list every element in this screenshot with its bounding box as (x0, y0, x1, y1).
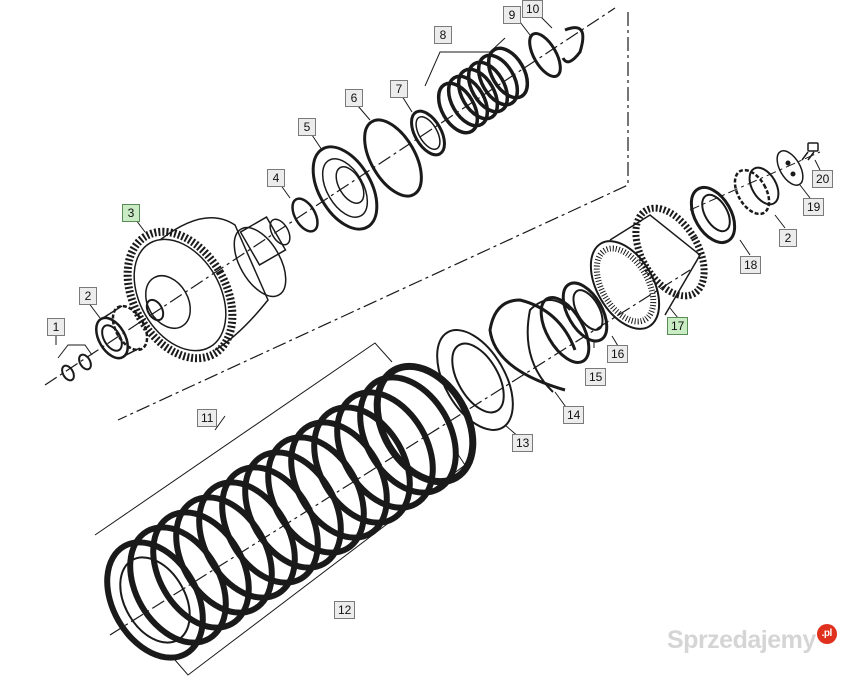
part-14-snap-ring-outer (526, 299, 571, 393)
callout-19-stem (799, 184, 811, 199)
part-6-seal-ring (363, 118, 423, 198)
callout-18[interactable]: 18 (740, 256, 762, 274)
callout-13[interactable]: 13 (512, 434, 534, 452)
callout-5[interactable]: 5 (298, 118, 316, 136)
watermark-badge: .pl (816, 624, 837, 644)
callout-3[interactable]: 3 (122, 204, 140, 222)
part-2-bearing-left (95, 304, 149, 360)
part-1-snap-rings (61, 353, 92, 382)
part-3-gear-shaft (123, 216, 291, 363)
callout-18-stem (739, 239, 751, 256)
part-17-clutch-drum (589, 204, 708, 330)
part-15-ring (539, 296, 591, 364)
part-11-12-clutch-stack (104, 362, 477, 661)
watermark-text: Sprzedajemy (667, 626, 816, 654)
callout-11[interactable]: 11 (197, 409, 218, 427)
part-19-washer (776, 150, 804, 186)
watermark: Sprzedajemy.pl (667, 624, 837, 655)
part-16-seal (561, 281, 609, 343)
callout-6[interactable]: 6 (345, 89, 363, 107)
callout-20-stem (814, 159, 821, 171)
callout-12[interactable]: 12 (334, 601, 356, 619)
part-14-snap-ring (488, 298, 577, 392)
callout-1[interactable]: 1 (47, 318, 65, 336)
callout-17[interactable]: 17 (667, 317, 689, 335)
upper-axis-line (44, 7, 616, 386)
part-20-bolt (801, 142, 819, 161)
leader-lines (55, 15, 679, 348)
part-2-bearing-right (733, 166, 780, 216)
callout-4[interactable]: 4 (267, 169, 285, 187)
callout-15[interactable]: 15 (585, 368, 607, 386)
callout-8-bracket (424, 37, 506, 87)
callout-2-right[interactable]: 2 (779, 229, 797, 247)
callout-14[interactable]: 14 (563, 406, 585, 424)
callout-7[interactable]: 7 (390, 80, 408, 98)
callout-19[interactable]: 19 (803, 198, 825, 216)
callout-8[interactable]: 8 (434, 26, 452, 44)
callout-1-bracket (57, 344, 93, 359)
callout-16[interactable]: 16 (607, 345, 629, 363)
part-18-bearing-cup (689, 186, 737, 244)
right-axis-line (689, 151, 821, 211)
part-9-ring (528, 31, 562, 78)
part-4-o-ring (291, 197, 319, 233)
callout-20[interactable]: 20 (812, 170, 834, 188)
part-13-end-plate (436, 329, 514, 431)
part-10-snap-ring (561, 26, 585, 64)
callout-11-stem (214, 415, 226, 431)
section-border (117, 12, 629, 421)
part-5-piston (311, 145, 379, 231)
callout-2-left[interactable]: 2 (79, 287, 97, 305)
callout-12-bracket (174, 449, 466, 676)
callout-2b-stem (774, 214, 786, 229)
callout-11-bracket (94, 342, 393, 536)
part-8-spring-pack (436, 46, 530, 135)
part-7-ring (410, 109, 446, 157)
callout-10[interactable]: 10 (522, 0, 544, 18)
callout-9[interactable]: 9 (503, 6, 521, 24)
